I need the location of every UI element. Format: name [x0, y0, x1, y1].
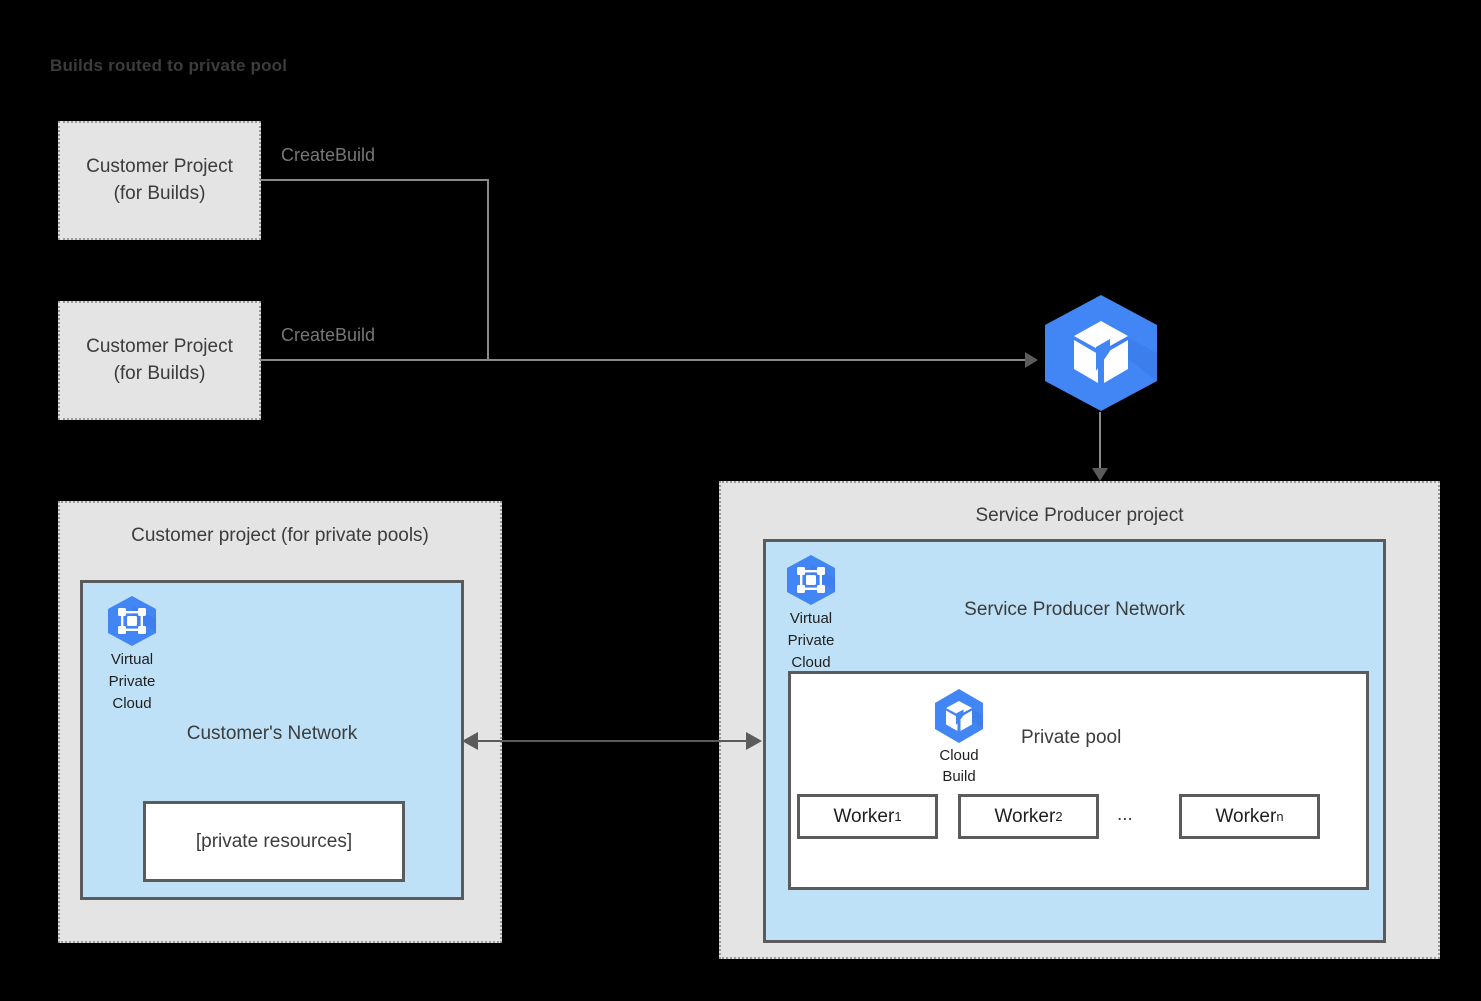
vpc-caption-line-3: Cloud — [112, 694, 152, 712]
private-resources-box[interactable]: [private resources] — [143, 801, 405, 882]
createbuild-edge-label-1: CreateBuild — [281, 145, 376, 165]
service-producer-panel[interactable]: Service Producer project — [719, 481, 1440, 959]
customer-project-builds-label-2: Customer Project (for Builds) — [86, 334, 233, 388]
cloud-build-caption-line-2: Build — [942, 768, 976, 786]
arrowhead-to-cloud-build — [1025, 352, 1038, 368]
arrowhead-right-peering — [746, 732, 762, 750]
customer-project-builds-box-2[interactable]: Customer Project (for Builds) — [58, 301, 261, 420]
customer-private-pools-panel[interactable]: Customer project (for private pools) — [58, 501, 502, 943]
arrowhead-left-peering — [462, 732, 478, 750]
worker-ellipsis: ... — [1117, 804, 1133, 825]
worker-label: Worker — [994, 805, 1056, 827]
customers-network-box[interactable]: Virtual Private Cloud Customer's Network… — [80, 580, 464, 900]
cloud-build-icon — [1040, 293, 1162, 413]
diagram-title: Builds routed to private pool — [50, 56, 288, 75]
project-line-2: (for Builds) — [113, 362, 206, 384]
vpc-caption-line-2: Private — [108, 672, 156, 690]
worker-subscript: n — [1276, 809, 1284, 824]
customers-network-title: Customer's Network — [186, 723, 358, 744]
worker-label: Worker — [833, 805, 895, 827]
project-line-1: Customer Project — [86, 335, 233, 357]
service-producer-title: Service Producer project — [975, 505, 1184, 526]
worker-label: Worker — [1215, 805, 1277, 827]
cloud-build-icon — [930, 688, 988, 744]
connector-line-cloudbuild-to-producer — [1099, 412, 1101, 474]
connector-line-build1-horizontal — [260, 179, 489, 181]
cloud-build-caption-line-1: Cloud — [939, 747, 979, 764]
service-producer-network-title: Service Producer Network — [964, 599, 1185, 620]
connector-line-build1-vertical — [487, 179, 489, 361]
vpc-caption-line-1: Virtual — [110, 651, 154, 668]
customer-project-builds-box-1[interactable]: Customer Project (for Builds) — [58, 121, 261, 240]
project-line-1: Customer Project — [86, 155, 233, 177]
worker-subscript: 1 — [894, 809, 902, 824]
project-line-2: (for Builds) — [113, 182, 206, 204]
customer-private-pools-title: Customer project (for private pools) — [131, 525, 429, 546]
virtual-private-cloud-icon — [784, 554, 838, 606]
vpc-group-customer: Virtual Private Cloud — [93, 595, 171, 714]
vpc-group-producer: Virtual Private Cloud — [772, 554, 850, 673]
vpc-caption-producer: Virtual Private Cloud — [772, 608, 850, 673]
cloud-build-caption: Cloud Build — [921, 745, 997, 788]
vpc-caption-customer: Virtual Private Cloud — [93, 649, 171, 714]
customer-project-builds-label-1: Customer Project (for Builds) — [86, 154, 233, 208]
vpc-caption-line-2: Private — [787, 631, 835, 649]
connector-line-build2-horizontal — [260, 359, 1035, 361]
virtual-private-cloud-icon — [105, 595, 159, 647]
service-producer-network-box[interactable]: Virtual Private Cloud Service Producer N… — [763, 539, 1386, 943]
private-pool-title: Private pool — [1021, 727, 1122, 748]
vpc-caption-line-3: Cloud — [791, 653, 831, 671]
vpc-peering-line — [478, 740, 748, 742]
private-resources-label: [private resources] — [195, 830, 353, 852]
vpc-caption-line-1: Virtual — [789, 610, 833, 627]
arrowhead-to-service-producer — [1092, 468, 1108, 481]
createbuild-edge-label-2: CreateBuild — [281, 325, 376, 345]
cloud-build-group: Cloud Build — [921, 688, 997, 788]
worker-subscript: 2 — [1055, 809, 1063, 824]
